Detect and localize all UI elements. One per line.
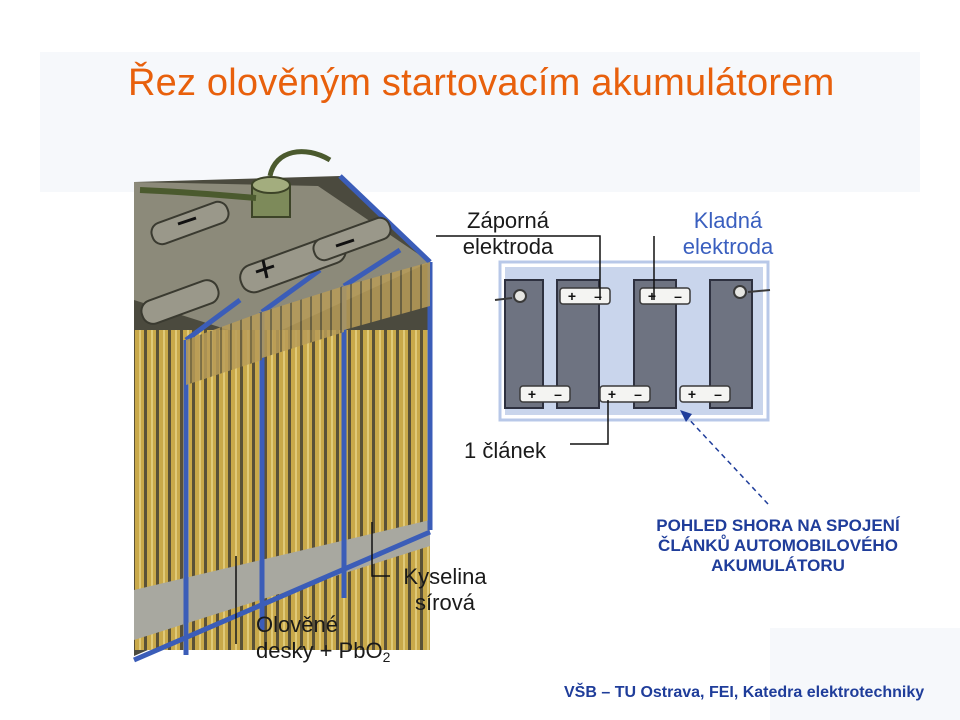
plates-subscript: 2	[382, 649, 391, 665]
svg-text:+: +	[568, 288, 576, 304]
footer-background	[770, 628, 960, 720]
view-arrow	[680, 410, 769, 505]
cell-label: 1 článek	[464, 438, 546, 463]
caption-line3: AKUMULÁTORU	[711, 556, 845, 575]
caption-line2: ČLÁNKŮ AUTOMOBILOVÉHO	[658, 536, 898, 555]
caption-line1: POHLED SHORA NA SPOJENÍ	[656, 516, 900, 535]
battery-cutaway	[133, 149, 433, 663]
plates-line1: Olověné	[256, 612, 338, 637]
schematic-caption: POHLED SHORA NA SPOJENÍ ČLÁNKŮ AUTOMOBIL…	[620, 516, 936, 576]
positive-electrode-line1: Kladná	[693, 208, 763, 233]
negative-electrode-label: Záporná elektroda	[452, 208, 564, 260]
svg-text:+: +	[648, 288, 656, 304]
leader-lines	[235, 235, 655, 644]
svg-text:–: –	[554, 386, 562, 402]
svg-text:–: –	[594, 288, 602, 304]
svg-text:+: +	[608, 386, 616, 402]
footer-credit: VŠB – TU Ostrava, FEI, Katedra elektrote…	[564, 684, 925, 701]
positive-electrode-line2: elektroda	[682, 234, 774, 259]
svg-text:–: –	[714, 386, 722, 402]
page-title: Řez olověným startovacím akumulátorem	[128, 62, 835, 104]
terminal-post	[139, 149, 332, 218]
plates-line2-text: desky + PbO	[256, 638, 383, 663]
plates-label: Olověné desky + PbO2	[256, 612, 390, 670]
svg-text:–: –	[634, 386, 642, 402]
positive-electrode-label: Kladná elektroda	[672, 208, 784, 260]
acid-line2: sírová	[415, 590, 475, 615]
schematic-top-view: + – + – + – + – + –	[494, 260, 771, 422]
svg-text:–: –	[674, 288, 682, 304]
negative-electrode-line2: elektroda	[462, 234, 554, 259]
negative-electrode-line1: Záporná	[467, 208, 549, 233]
acid-line1: Kyselina	[403, 564, 487, 589]
acid-label: Kyselina sírová	[396, 564, 494, 616]
svg-text:+: +	[528, 386, 536, 402]
svg-text:+: +	[688, 386, 696, 402]
plates-line2: desky + PbO2	[256, 638, 390, 670]
title-background	[40, 52, 920, 192]
